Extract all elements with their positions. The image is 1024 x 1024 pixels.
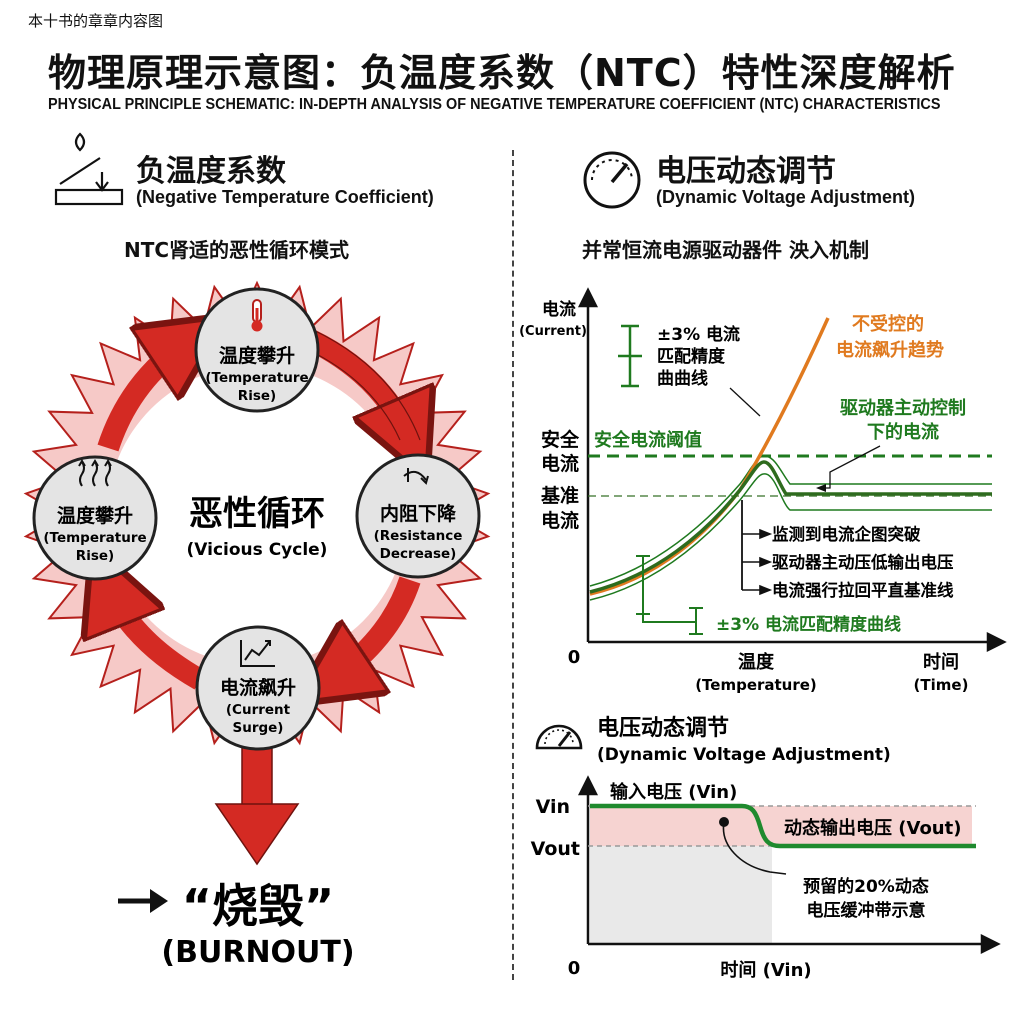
controlled-label-1: 驱动器主动控制 xyxy=(840,397,966,419)
rising-chart-icon xyxy=(240,640,275,667)
chart2-gauge-icon xyxy=(535,724,583,750)
vin-line-label: 输入电压 (Vin) xyxy=(610,781,737,803)
vout-tick-label: Vout xyxy=(531,838,580,860)
tolerance-top-label-2: 匹配精度 xyxy=(657,346,726,367)
page-title: 物理原理示意图：负温度系数（NTC）特性深度解析 xyxy=(48,51,956,95)
node-left-en2: Rise) xyxy=(76,548,114,564)
node-bottom-en2: Surge) xyxy=(233,720,284,736)
node-top-en2: Rise) xyxy=(238,388,276,404)
node-bottom-en1: (Current xyxy=(226,702,291,718)
node-bottom-cn: 电流飙升 xyxy=(220,676,296,699)
node-right-en2: Decrease) xyxy=(380,546,457,562)
control-annotation-leaders xyxy=(741,500,773,596)
node-top-en1: (Temperature xyxy=(205,370,308,386)
buffer-leader xyxy=(722,821,787,875)
arrow-right-to-bottom xyxy=(330,576,421,680)
vout-line-label: 动态输出电压 (Vout) xyxy=(784,817,961,839)
node-right-en1: (Resistance xyxy=(374,528,463,544)
chart2-title: 电压动态调节 xyxy=(597,715,729,741)
tolerance-top-label-1: ±3% 电流 xyxy=(657,324,740,345)
heat-waves-icon xyxy=(78,459,112,487)
chart1-xend-cn: 时间 xyxy=(923,652,959,673)
voltage-grey-region xyxy=(590,846,772,944)
curve-down-arrow-icon xyxy=(403,468,429,485)
left-heading: NTC肾适的恶性循环模式 xyxy=(124,238,350,262)
node-current-surge: 电流飙升 (Current Surge) xyxy=(195,625,321,751)
arrow-bottom-to-left xyxy=(108,585,206,690)
output-voltage-curve xyxy=(590,803,976,849)
safe-threshold-label: 安全电流阈值 xyxy=(594,429,702,451)
burnout-en: (BURNOUT) xyxy=(161,935,354,970)
chart2-xlabel: 时间 (Vin) xyxy=(720,960,811,981)
tolerance-bottom-label: ±3% 电流匹配精度曲线 xyxy=(716,614,901,635)
kicker-text: 本十书的章章内容图 xyxy=(28,12,164,30)
vin-tick-label: Vin xyxy=(536,796,570,818)
tolerance-lower-curve xyxy=(589,473,992,601)
chart1-origin: 0 xyxy=(568,647,581,668)
base-current-label-2: 电流 xyxy=(541,509,579,532)
chart1-xlabel-en: (Temperature) xyxy=(695,676,817,694)
page-subtitle: PHYSICAL PRINCIPLE SCHEMATIC: IN-DEPTH A… xyxy=(48,96,941,113)
safe-current-label-1: 安全 xyxy=(541,428,580,451)
arrow-left-to-top xyxy=(97,340,190,452)
right-heading: 并常恒流电源驱动器件 泱入机制 xyxy=(582,238,869,262)
buffer-label-2: 电压缓冲带示意 xyxy=(807,900,926,921)
tolerance-top-label-3: 曲曲线 xyxy=(657,368,708,389)
burnout-pointer-icon xyxy=(118,889,168,913)
cycle-center-cn: 恶性循环 xyxy=(189,494,325,534)
node-resistance-decrease: 内阻下降 (Resistance Decrease) xyxy=(355,453,481,579)
cycle-center-en: (Vicious Cycle) xyxy=(187,540,328,560)
chart1-xend-en: (Time) xyxy=(914,676,969,694)
controlled-label-2: 下的电流 xyxy=(867,421,939,443)
cycle-inner-area xyxy=(107,365,407,665)
chart2-subtitle: (Dynamic Voltage Adjustment) xyxy=(597,745,891,765)
node-top-cn: 温度攀升 xyxy=(219,344,295,367)
note-detect: 监测到电流企图突破 xyxy=(772,524,921,544)
node-temperature-rise-left: 温度攀升 (Temperature Rise) xyxy=(32,455,158,581)
chart1-ylabel-en: (Current) xyxy=(519,324,587,339)
node-left-en1: (Temperature xyxy=(43,530,146,546)
chart2-origin: 0 xyxy=(568,958,581,979)
left-section-subtitle: (Negative Temperature Coefficient) xyxy=(136,187,434,207)
burnout-cn: “烧毁” xyxy=(182,879,334,933)
node-temperature-rise-top: 温度攀升 (Temperature Rise) xyxy=(194,287,320,413)
uncontrolled-label-2: 电流飙升趋势 xyxy=(836,339,944,361)
section-divider xyxy=(512,150,514,980)
right-section-subtitle: (Dynamic Voltage Adjustment) xyxy=(656,187,916,207)
base-current-label-1: 基准 xyxy=(540,484,579,507)
chart1-ylabel-cn: 电流 xyxy=(542,299,576,320)
tolerance-marker-top xyxy=(618,324,642,388)
note-pull-back: 电流强行拉回平直基准线 xyxy=(772,580,954,600)
tolerance-marker-bottom xyxy=(636,555,703,635)
uncontrolled-label-1: 不受控的 xyxy=(852,313,924,335)
safe-current-label-2: 电流 xyxy=(541,452,579,475)
tolerance-top-leader xyxy=(729,387,761,417)
chart1-xlabel-cn: 温度 xyxy=(738,651,775,673)
burnout-arrow xyxy=(214,739,300,866)
chart2-axes xyxy=(577,775,1001,955)
buffer-label-1: 预留的20%动态 xyxy=(803,876,929,897)
node-right-cn: 内阻下降 xyxy=(380,502,457,525)
note-lower-voltage: 驱动器主动压低输出电压 xyxy=(772,552,954,572)
chart1-axes xyxy=(577,287,1007,653)
node-left-cn: 温度攀升 xyxy=(57,504,133,527)
controlled-current-curve xyxy=(589,460,992,594)
tolerance-upper-curve xyxy=(589,455,992,587)
thermometer-icon xyxy=(251,299,263,332)
left-section-title: 负温度系数 xyxy=(136,154,286,189)
right-section-title: 电压动态调节 xyxy=(656,154,836,189)
voltage-buffer-band xyxy=(590,806,972,846)
